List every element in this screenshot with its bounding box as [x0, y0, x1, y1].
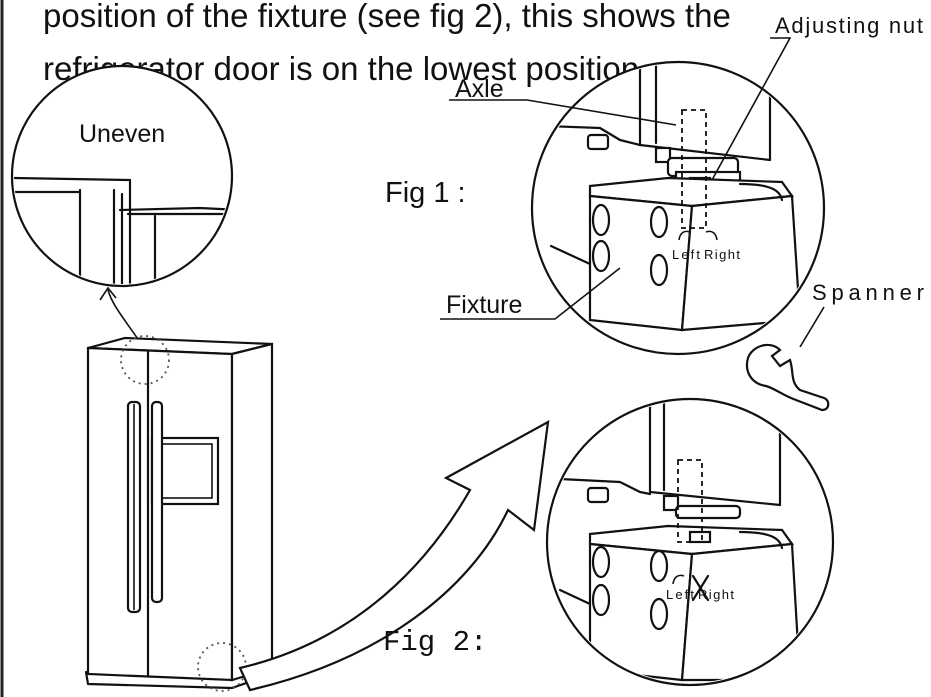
fig1-mechanism: [534, 64, 802, 332]
fig1-magnifier: Left Right: [530, 60, 826, 356]
refrigerator: [84, 335, 274, 692]
uneven-circle: [10, 64, 234, 288]
spanner-leader: [799, 306, 825, 348]
uneven-pointer-head: [99, 286, 117, 301]
uneven-magnifier: Uneven: [10, 64, 234, 288]
fig2-left-label: Left: [666, 587, 694, 602]
adjusting-nut-label: Adjusting nut: [775, 13, 923, 38]
fixture-leader: [440, 267, 621, 320]
fig1-right-label: Right: [704, 247, 740, 262]
instruction-line-1: position of the fixture (see fig 2), thi…: [43, 0, 731, 34]
axle-label: Axle: [455, 75, 504, 103]
fig1-label: Fig 1 :: [385, 177, 466, 209]
top-hinge-marker: [120, 335, 170, 385]
curved-arrow-icon: [238, 419, 550, 692]
fig2-mechanism: [549, 401, 802, 682]
fig2-right-label: Right: [698, 587, 734, 602]
adjusting-nut-leader: [711, 37, 792, 181]
spanner-icon: [745, 343, 830, 412]
fig2-label: Fig 2:: [383, 626, 487, 659]
fig2-magnifier: Left Right: [545, 397, 835, 687]
axle-leader: [449, 99, 677, 126]
fig1-left-label: Left: [672, 247, 700, 262]
fixture-label: Fixture: [446, 291, 522, 319]
uneven-doors: [14, 176, 230, 284]
uneven-label: Uneven: [79, 120, 165, 148]
uneven-pointer: [107, 289, 141, 343]
spanner-label: Spanner: [812, 280, 924, 305]
